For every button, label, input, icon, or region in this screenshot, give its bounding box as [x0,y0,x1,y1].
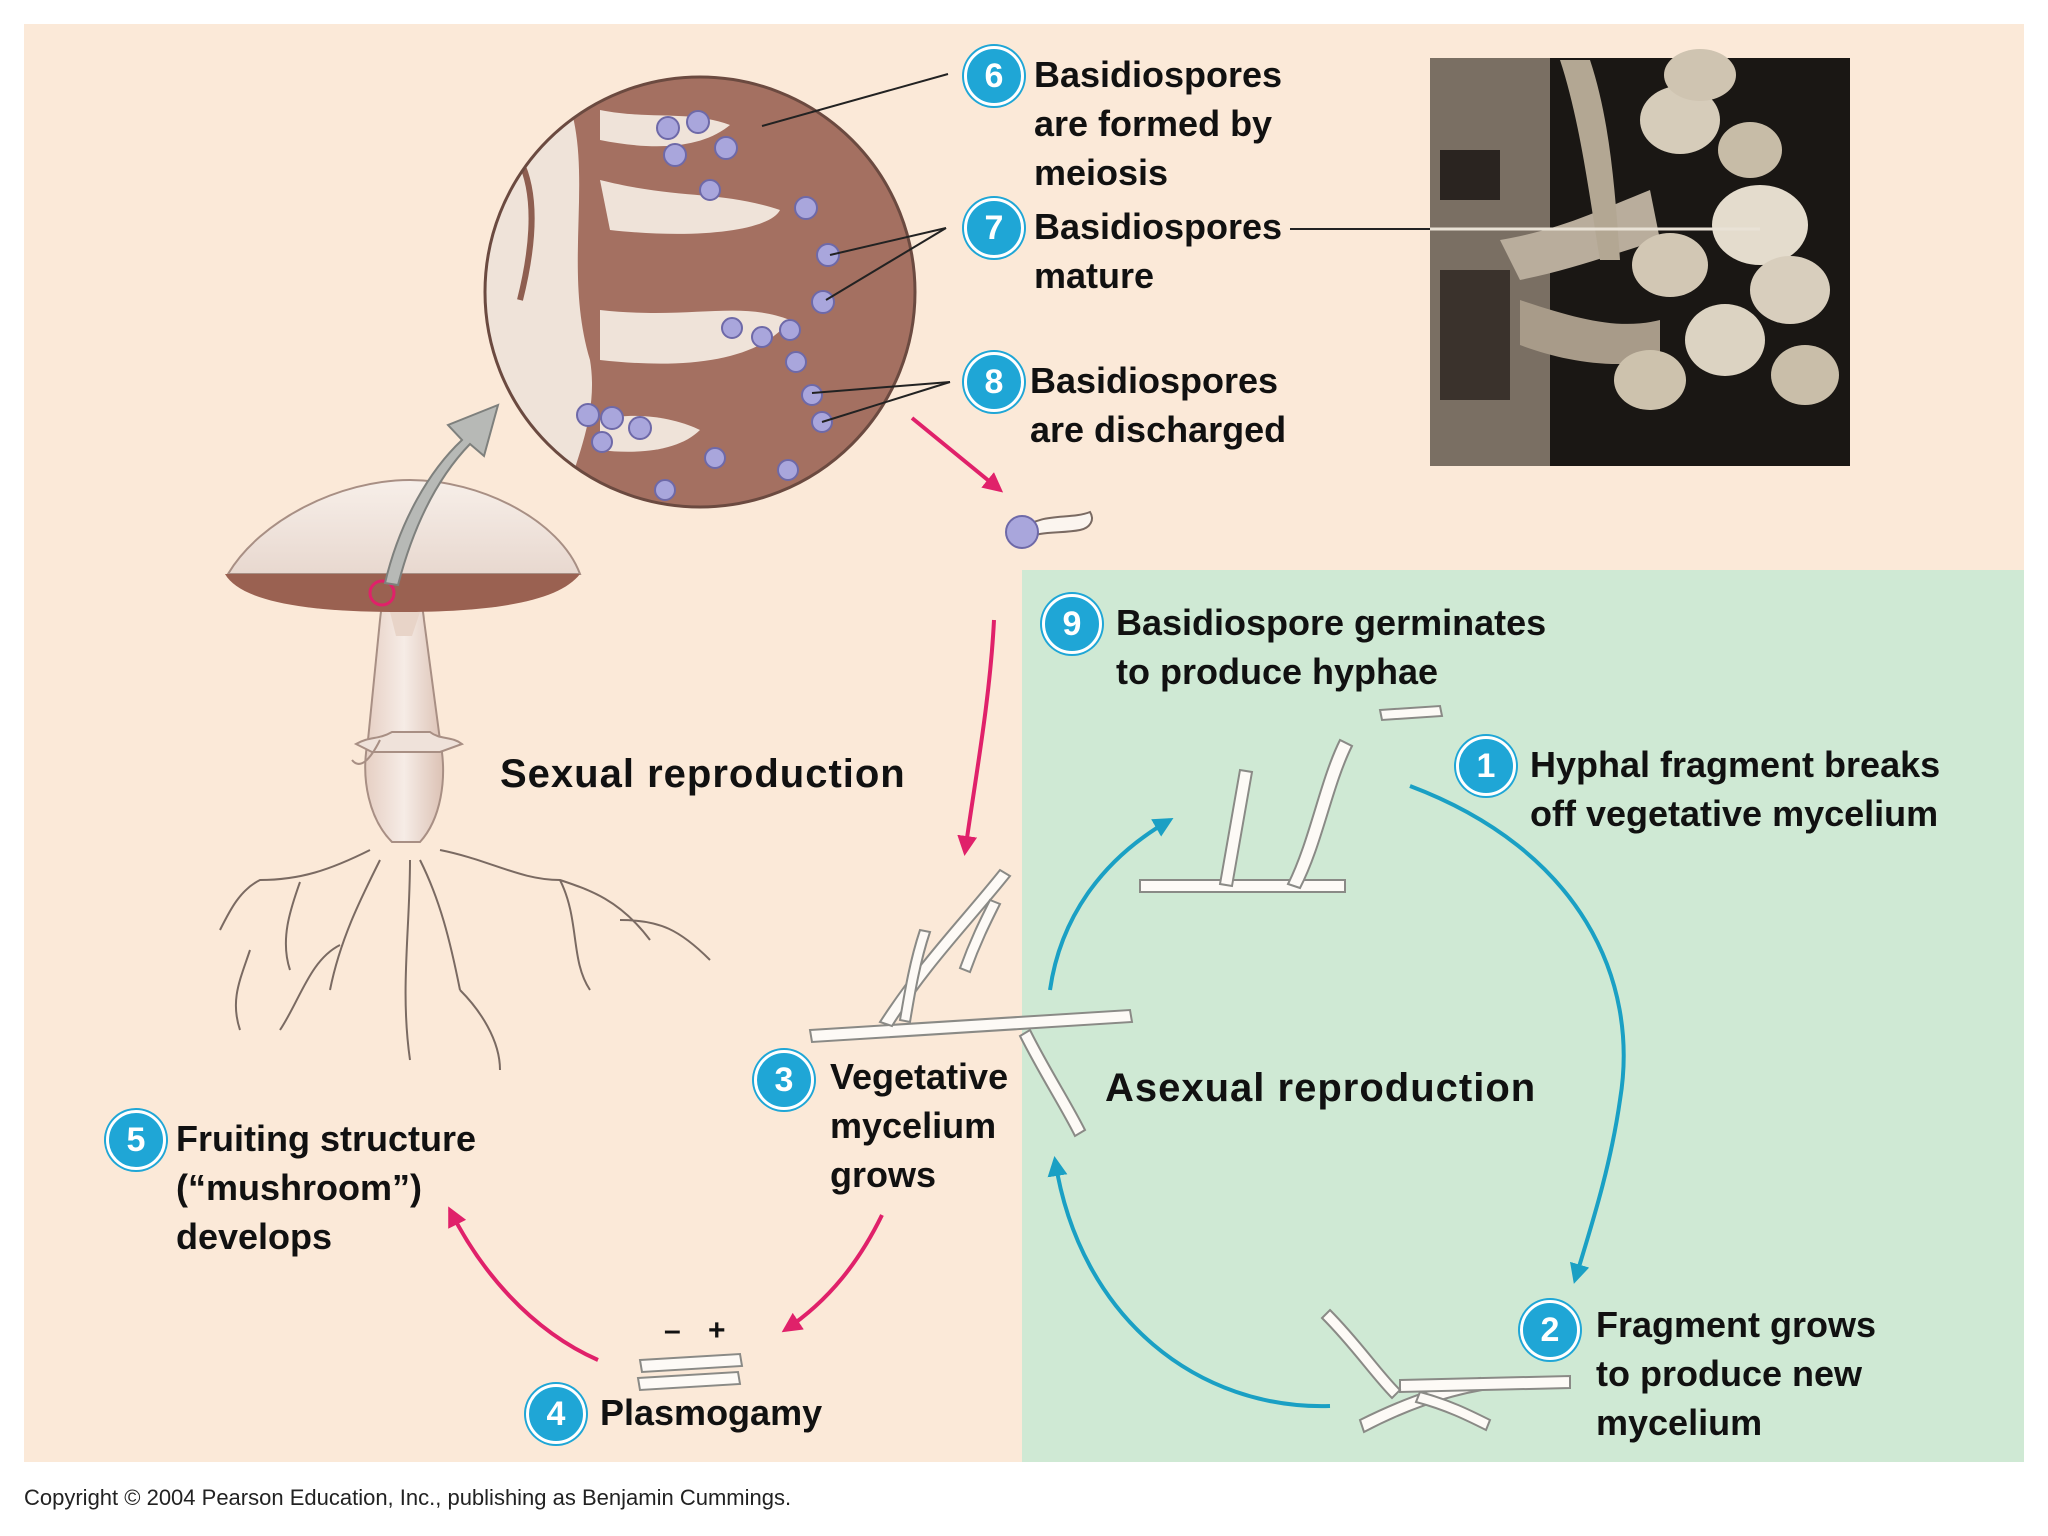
step-4-label: Plasmogamy [600,1388,822,1437]
step-9-line-1: Basidiospore germinates [1116,602,1547,643]
step-5-badge: 5 [106,1110,166,1170]
step-5-line-2: (“mushroom”) [176,1167,422,1208]
germinating-spore [1005,510,1093,549]
step-2-badge: 2 [1520,1300,1580,1360]
step-2-label: Fragment grows to produce new mycelium [1596,1300,1876,1447]
step-8-label: Basidiospores are discharged [1030,356,1286,454]
step-6-line-2: are formed by [1034,103,1273,144]
step-7-label: Basidiospores mature [1034,202,1282,300]
leader-lines [761,73,1430,423]
step-1-label: Hyphal fragment breaks off vegetative my… [1530,740,1940,838]
asexual-arrows [1047,784,1626,1409]
step-8-line-2: are discharged [1030,409,1287,450]
magnify-arrow [383,403,500,587]
minus-mating-type: – [664,1314,681,1347]
sexual-arrows [448,416,1004,1362]
step-8-line-1: Basidiospores [1030,360,1279,401]
step-2-line-1: Fragment grows [1596,1304,1877,1345]
step-5-label: Fruiting structure (“mushroom”) develops [176,1114,476,1261]
sexual-reproduction-heading: Sexual reproduction [500,752,906,796]
step-7-line-2: mature [1034,255,1155,296]
step-3-line-1: Vegetative [830,1056,1009,1097]
step-1-line-2: off vegetative mycelium [1530,793,1939,834]
step-2-line-3: mycelium [1596,1402,1763,1443]
step-4-badge: 4 [526,1384,586,1444]
step-5-line-3: develops [176,1216,333,1257]
step-9-badge: 9 [1042,594,1102,654]
step-3-line-3: grows [830,1154,937,1195]
step-2-line-2: to produce new [1596,1353,1863,1394]
plus-mating-type: + [708,1314,726,1347]
step-1-badge: 1 [1456,736,1516,796]
step-3-line-2: mycelium [830,1105,997,1146]
step-5-line-1: Fruiting structure [176,1118,477,1159]
spore-micrograph [1430,49,1850,466]
asexual-reproduction-heading: Asexual reproduction [1105,1066,1537,1110]
hyphae-drawings [636,704,1571,1434]
step-9-label: Basidiospore germinates to produce hypha… [1116,598,1546,696]
gill-spores [576,110,840,501]
step-9-line-2: to produce hyphae [1116,651,1439,692]
asexual-background [1022,570,2024,1462]
copyright-notice: Copyright © 2004 Pearson Education, Inc.… [24,1485,792,1510]
step-8-badge: 8 [964,352,1024,412]
step-6-label: Basidiospores are formed by meiosis [1034,50,1282,197]
step-7-line-1: Basidiospores [1034,206,1283,247]
step-7-badge: 7 [964,198,1024,258]
step-1-line-1: Hyphal fragment breaks [1530,744,1941,785]
step-6-badge: 6 [964,46,1024,106]
step-3-badge: 3 [754,1050,814,1110]
step-4-line-1: Plasmogamy [600,1392,823,1433]
step-6-line-1: Basidiospores [1034,54,1283,95]
step-6-line-3: meiosis [1034,152,1169,193]
step-3-label: Vegetative mycelium grows [830,1052,1008,1199]
